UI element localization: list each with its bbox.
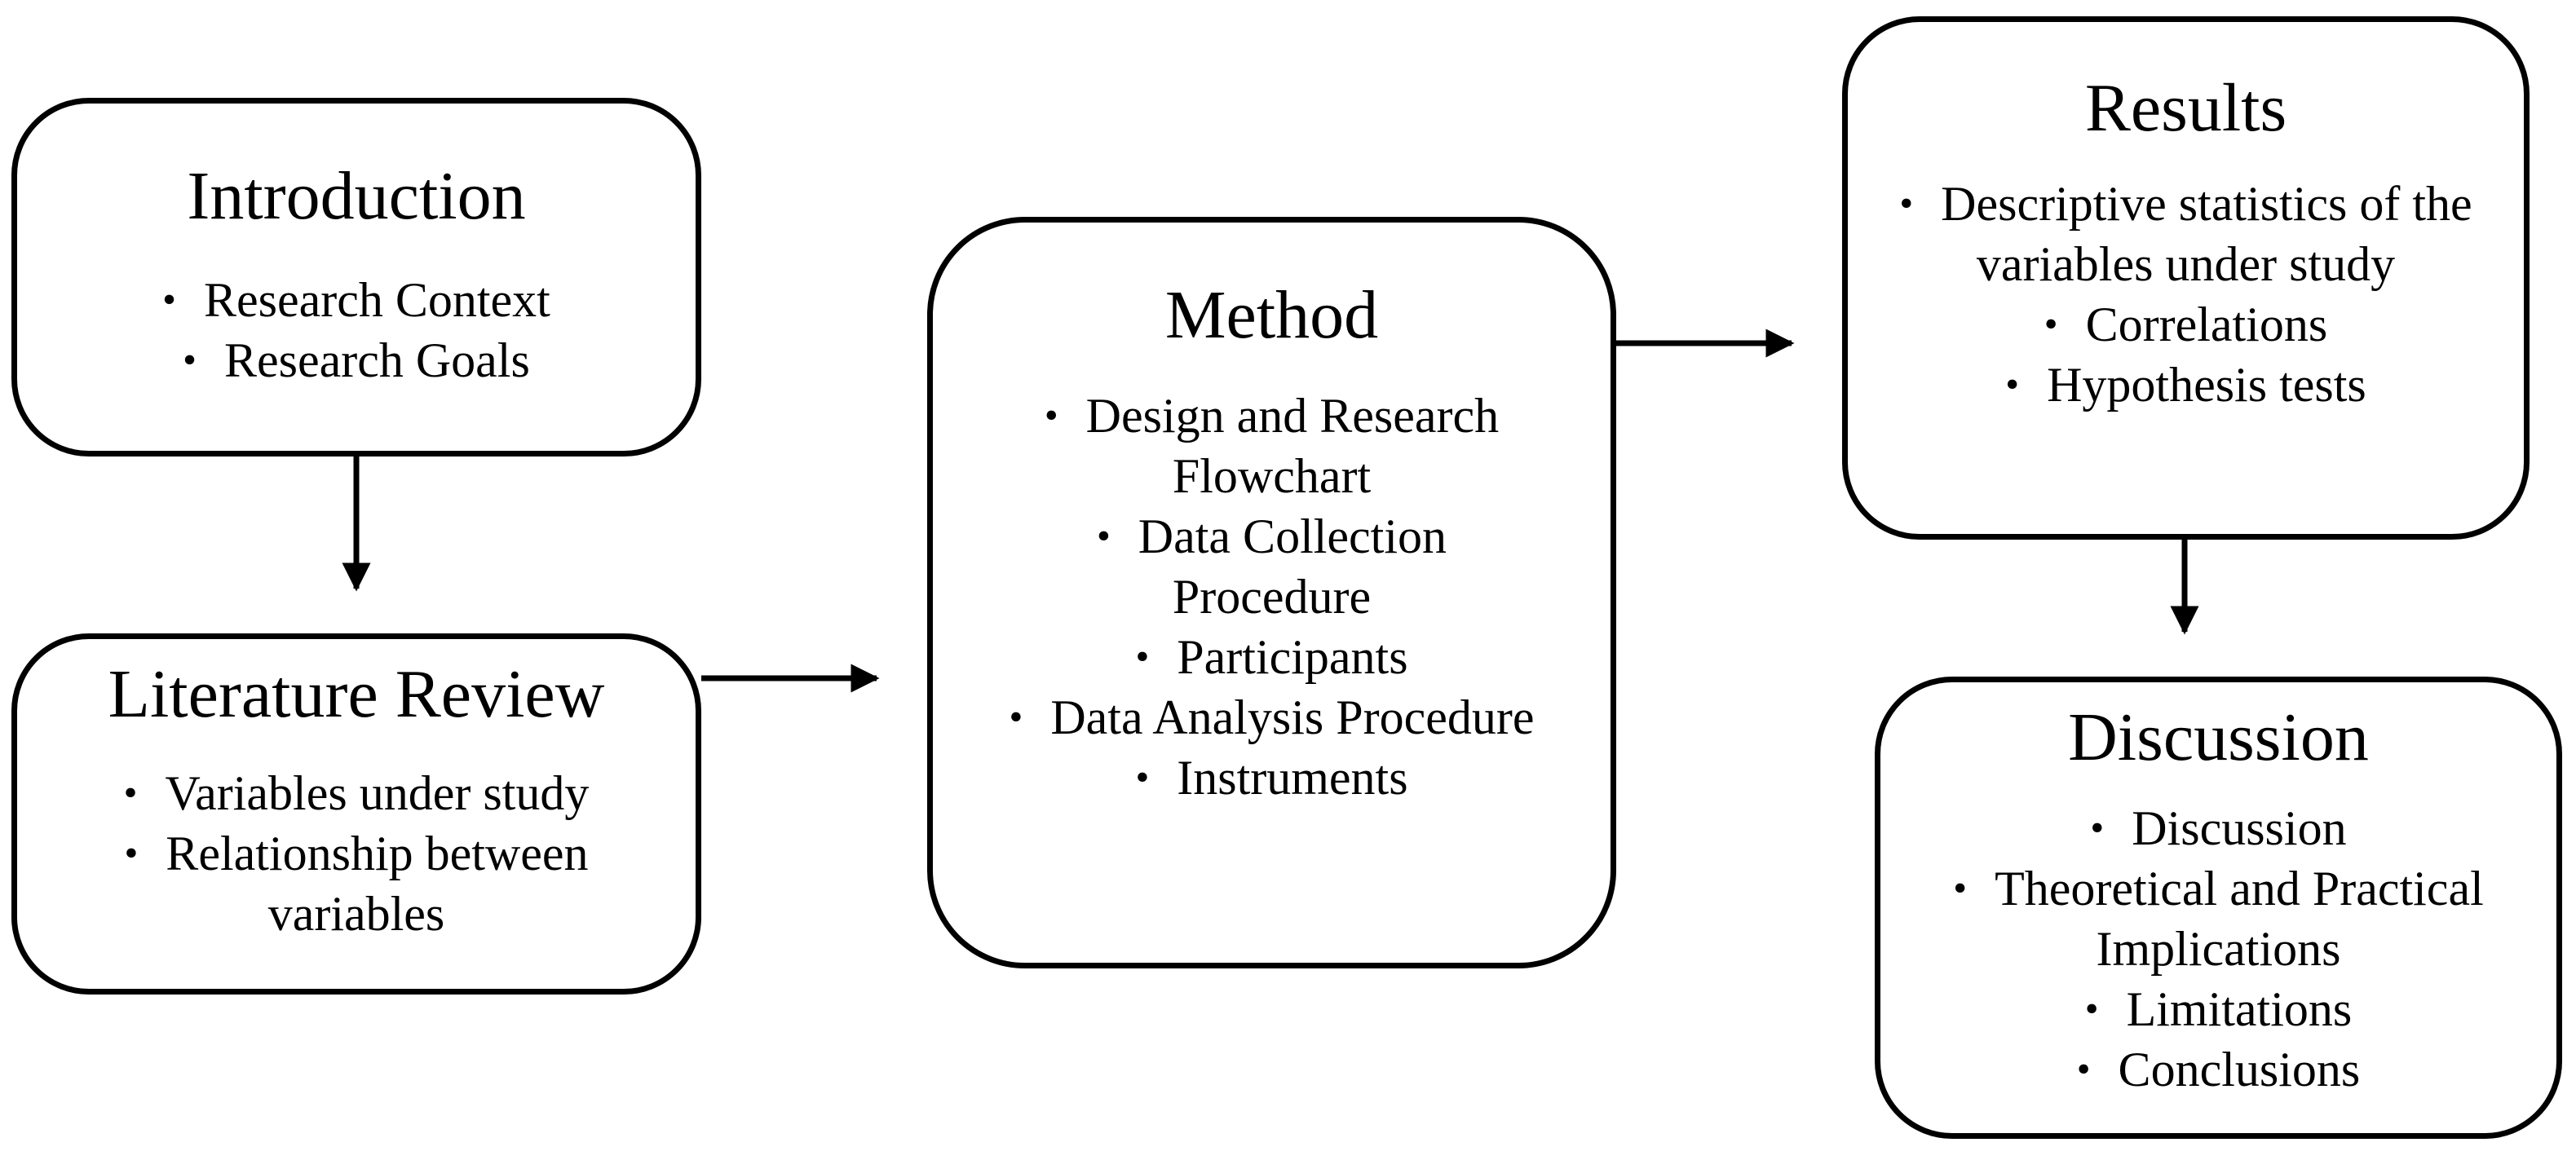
bullet-icon: • <box>1135 635 1150 679</box>
list-item: • Descriptive statistics of the variables… <box>1877 174 2494 294</box>
list-item: • Design and Research Flowchart <box>1006 386 1537 506</box>
list-item: • Data Collection Procedure <box>1006 506 1537 627</box>
list-item: • Relationship between variables <box>50 823 663 944</box>
results-title: Results <box>2084 70 2287 146</box>
item-text: Research Context <box>203 273 550 328</box>
bullet-icon: • <box>123 771 138 815</box>
bullet-icon: • <box>2076 1048 2091 1092</box>
item-text: Participants <box>1177 630 1408 685</box>
list-item: • Conclusions <box>1905 1039 2532 1100</box>
item-text: Discussion <box>2132 801 2347 856</box>
method-item-list: • Design and Research Flowchart • Data Col… <box>933 386 1611 808</box>
bullet-icon: • <box>124 831 139 876</box>
introduction-title: Introduction <box>187 158 526 234</box>
item-text: Correlations <box>2085 298 2328 352</box>
item-text: Data Analysis Procedure <box>1050 690 1535 745</box>
item-text: Limitations <box>2126 982 2353 1037</box>
list-item: • Discussion <box>1905 798 2532 858</box>
bullet-icon: • <box>2090 806 2105 850</box>
list-item: • Instruments <box>1006 748 1537 808</box>
item-text: Descriptive statistics of the variables … <box>1941 177 2472 292</box>
literature-review-title: Literature Review <box>108 656 605 732</box>
item-text: Design and Research Flowchart <box>1085 389 1500 504</box>
method-title: Method <box>1164 277 1379 353</box>
list-item: • Variables under study <box>50 763 663 823</box>
bullet-icon: • <box>2005 363 2020 407</box>
item-text: Theoretical and Practical Implications <box>1995 862 2484 977</box>
list-item: • Data Analysis Procedure <box>1006 687 1537 748</box>
item-text: Variables under study <box>165 766 590 821</box>
introduction-item-list: •Research Context •Research Goals <box>17 270 696 390</box>
item-text: Data Collection Procedure <box>1138 509 1447 624</box>
list-item: • Theoretical and Practical Implications <box>1905 858 2532 979</box>
item-text: Conclusions <box>2118 1043 2361 1097</box>
item-text: Instruments <box>1177 751 1408 805</box>
bullet-icon: • <box>183 338 197 382</box>
bullet-icon: • <box>1096 514 1111 558</box>
list-item: • Research Context <box>17 270 696 330</box>
bullet-icon: • <box>1899 182 1914 226</box>
item-text: Hypothesis tests <box>2047 358 2366 412</box>
item-text: Research Goals <box>223 333 530 388</box>
list-item: • Participants <box>1006 627 1537 687</box>
bullet-icon: • <box>2084 987 2099 1031</box>
list-item: • Hypothesis tests <box>1877 355 2494 415</box>
bullet-icon: • <box>1009 695 1023 739</box>
list-item: • Limitations <box>1905 979 2532 1039</box>
item-text: Relationship between variables <box>166 827 589 942</box>
literature-review-item-list: • Variables under study • Relationship bet… <box>17 763 696 944</box>
list-item: • Research Goals <box>17 330 696 390</box>
bullet-icon: • <box>162 278 176 322</box>
results-box: Results • Descriptive statistics of the v… <box>1842 16 2530 540</box>
introduction-box: Introduction •Research Context •Research… <box>11 98 701 457</box>
discussion-item-list: • Discussion • Theoretical and Practical I… <box>1880 798 2556 1100</box>
bullet-icon: • <box>1044 394 1058 438</box>
bullet-icon: • <box>1135 756 1150 800</box>
literature-review-box: Literature Review • Variables under study… <box>11 633 701 995</box>
results-item-list: • Descriptive statistics of the variables… <box>1848 174 2524 415</box>
bullet-icon: • <box>1953 867 1968 911</box>
method-box: Method • Design and Research Flowchart • D… <box>927 217 1616 968</box>
list-item: • Correlations <box>1877 294 2494 355</box>
discussion-title: Discussion <box>2068 699 2369 775</box>
discussion-box: Discussion • Discussion • Theoretical and … <box>1875 677 2562 1139</box>
bullet-icon: • <box>2044 302 2058 346</box>
